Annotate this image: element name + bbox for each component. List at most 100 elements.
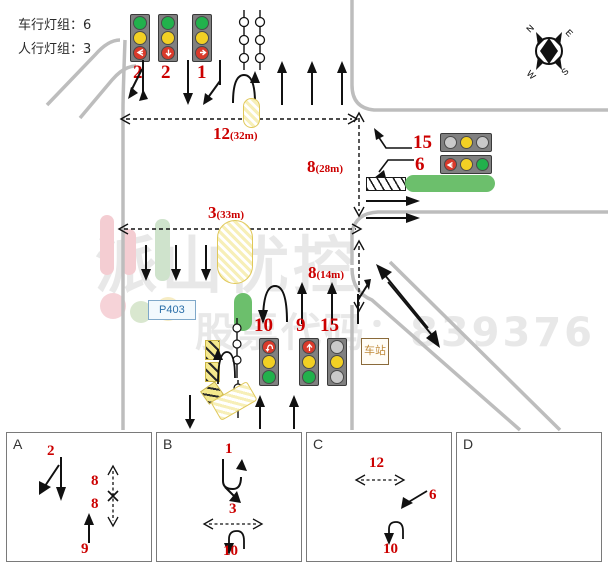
lane-arrows-diagonal xyxy=(376,264,440,348)
lamp-gray xyxy=(330,340,344,355)
signal-label-2-straight: 2 xyxy=(161,62,171,83)
signal-label-15-south: 15 xyxy=(320,315,339,336)
panel-c-left-turn-arrow xyxy=(401,490,428,509)
phase-panels: A 2 8 8 9 B 1 xyxy=(6,432,602,562)
dimension-8-28-distance: (28m) xyxy=(315,163,344,175)
legend-vehicle-light-groups: 车行灯组：6 xyxy=(18,18,92,33)
signal-label-2-left: 2 xyxy=(133,62,143,83)
lamp-yellow xyxy=(459,136,473,149)
compass-s-label: S xyxy=(559,66,570,77)
dimension-8-28-number: 8 xyxy=(307,157,316,176)
panel-a-marker-8-bottom: 8 xyxy=(91,496,99,512)
uturn-arrow-south xyxy=(258,284,288,324)
compass-w-label: W xyxy=(525,68,538,81)
lamp-red-down-arrow xyxy=(161,45,175,60)
pedestrian-crossing-markers-north xyxy=(238,10,266,70)
lamp-gray xyxy=(330,369,344,384)
signal-label-9-south: 9 xyxy=(296,315,306,336)
uturn-arrow-southwest xyxy=(213,348,236,385)
panel-b-uturn-arrow xyxy=(222,459,247,503)
lamp-red-left-arrow xyxy=(133,45,147,60)
dimension-label-8-28: 8(28m) xyxy=(307,157,343,177)
signal-head-15-south[interactable] xyxy=(327,338,347,386)
panel-a-marker-8-top: 8 xyxy=(91,473,99,489)
panel-c[interactable]: C 12 6 10 xyxy=(306,432,452,562)
panel-c-marker-10: 10 xyxy=(383,541,398,557)
compass-rose-icon: N E W S xyxy=(524,23,575,82)
signal-label-6-east: 6 xyxy=(415,154,425,175)
lamp-green xyxy=(475,158,489,171)
dimension-12-number: 12 xyxy=(213,124,230,143)
signal-head-2-left[interactable] xyxy=(130,14,150,62)
signal-label-10-south: 10 xyxy=(254,315,273,336)
lamp-yellow xyxy=(133,30,147,45)
lamp-green xyxy=(133,16,147,31)
lamp-gray xyxy=(443,136,457,149)
lamp-green xyxy=(161,16,175,31)
dimension-12-distance: (32m) xyxy=(230,130,258,142)
lane-arrows-west-inbound xyxy=(141,245,211,281)
signal-head-6-east[interactable] xyxy=(440,155,492,174)
panel-b-marker-1: 1 xyxy=(225,441,233,457)
lamp-green xyxy=(195,16,209,31)
dimension-8-14-distance: (14m) xyxy=(316,269,345,281)
lamp-red-uturn-arrow xyxy=(262,340,276,355)
lamp-red-right-arrow xyxy=(195,45,209,60)
lamp-yellow xyxy=(330,354,344,369)
signal-head-15-east[interactable] xyxy=(440,133,492,152)
pedestrian-crossing-markers-south xyxy=(232,318,242,378)
lamp-yellow xyxy=(459,158,473,171)
panel-d-letter: D xyxy=(463,436,474,452)
dimension-line-12 xyxy=(119,113,359,125)
panel-c-uturn-arrow xyxy=(384,521,404,545)
panel-d[interactable]: D xyxy=(456,432,602,562)
panel-c-marker-6: 6 xyxy=(429,487,437,503)
lamp-yellow xyxy=(262,354,276,369)
panel-a-dimension-cross xyxy=(107,464,119,528)
signal-label-1-right: 1 xyxy=(197,62,207,83)
lane-arrows-east xyxy=(366,196,420,223)
lane-arrows-south-outbound xyxy=(297,279,371,324)
panel-b-dimension-line xyxy=(202,518,264,530)
compass-e-label: E xyxy=(564,27,575,38)
lamp-yellow xyxy=(302,354,316,369)
panel-b-letter: B xyxy=(163,436,173,452)
lamp-green xyxy=(262,369,276,384)
dimension-label-12: 12(32m) xyxy=(213,124,258,144)
signal-head-10-south[interactable] xyxy=(259,338,279,386)
dimension-3-number: 3 xyxy=(208,203,217,222)
signal-head-9-south[interactable] xyxy=(299,338,319,386)
panel-a-marker-9: 9 xyxy=(81,541,89,557)
panel-b[interactable]: B 1 3 10 xyxy=(156,432,302,562)
legend-pedestrian-light-groups: 人行灯组：3 xyxy=(18,42,92,57)
lane-arrows-north-outbound xyxy=(277,61,347,105)
lamp-gray xyxy=(475,136,489,149)
signal-head-1-right[interactable] xyxy=(192,14,212,62)
leader-line-6-east xyxy=(374,159,414,178)
lamp-red-left-arrow xyxy=(443,158,457,171)
traffic-island-center xyxy=(217,220,253,284)
parking-zone-label: P403 xyxy=(148,300,196,320)
signal-head-2-straight[interactable] xyxy=(158,14,178,62)
panel-b-marker-10: 10 xyxy=(223,543,238,559)
lamp-yellow xyxy=(195,30,209,45)
panel-c-dimension-line xyxy=(354,474,406,486)
panel-a[interactable]: A 2 8 8 9 xyxy=(6,432,152,562)
lamp-red-up-arrow xyxy=(302,340,316,355)
dimension-label-3: 3(33m) xyxy=(208,203,244,223)
panel-b-marker-3: 3 xyxy=(229,501,237,517)
panel-a-straight-arrow xyxy=(84,513,94,543)
dimension-line-8-28 xyxy=(353,111,365,218)
panel-a-letter: A xyxy=(13,436,23,452)
panel-a-left-turn-arrow xyxy=(39,457,66,501)
median-hatch-east xyxy=(366,177,406,191)
lane-arrows-north-inbound xyxy=(128,60,260,105)
dimension-label-8-14: 8(14m) xyxy=(308,263,344,283)
lamp-green xyxy=(302,369,316,384)
leader-line-15-east xyxy=(374,128,412,149)
traffic-island-north xyxy=(243,98,260,128)
dimension-3-distance: (33m) xyxy=(216,209,245,221)
panel-b-uturn-down-arrow xyxy=(224,530,245,555)
panel-c-letter: C xyxy=(313,436,324,452)
